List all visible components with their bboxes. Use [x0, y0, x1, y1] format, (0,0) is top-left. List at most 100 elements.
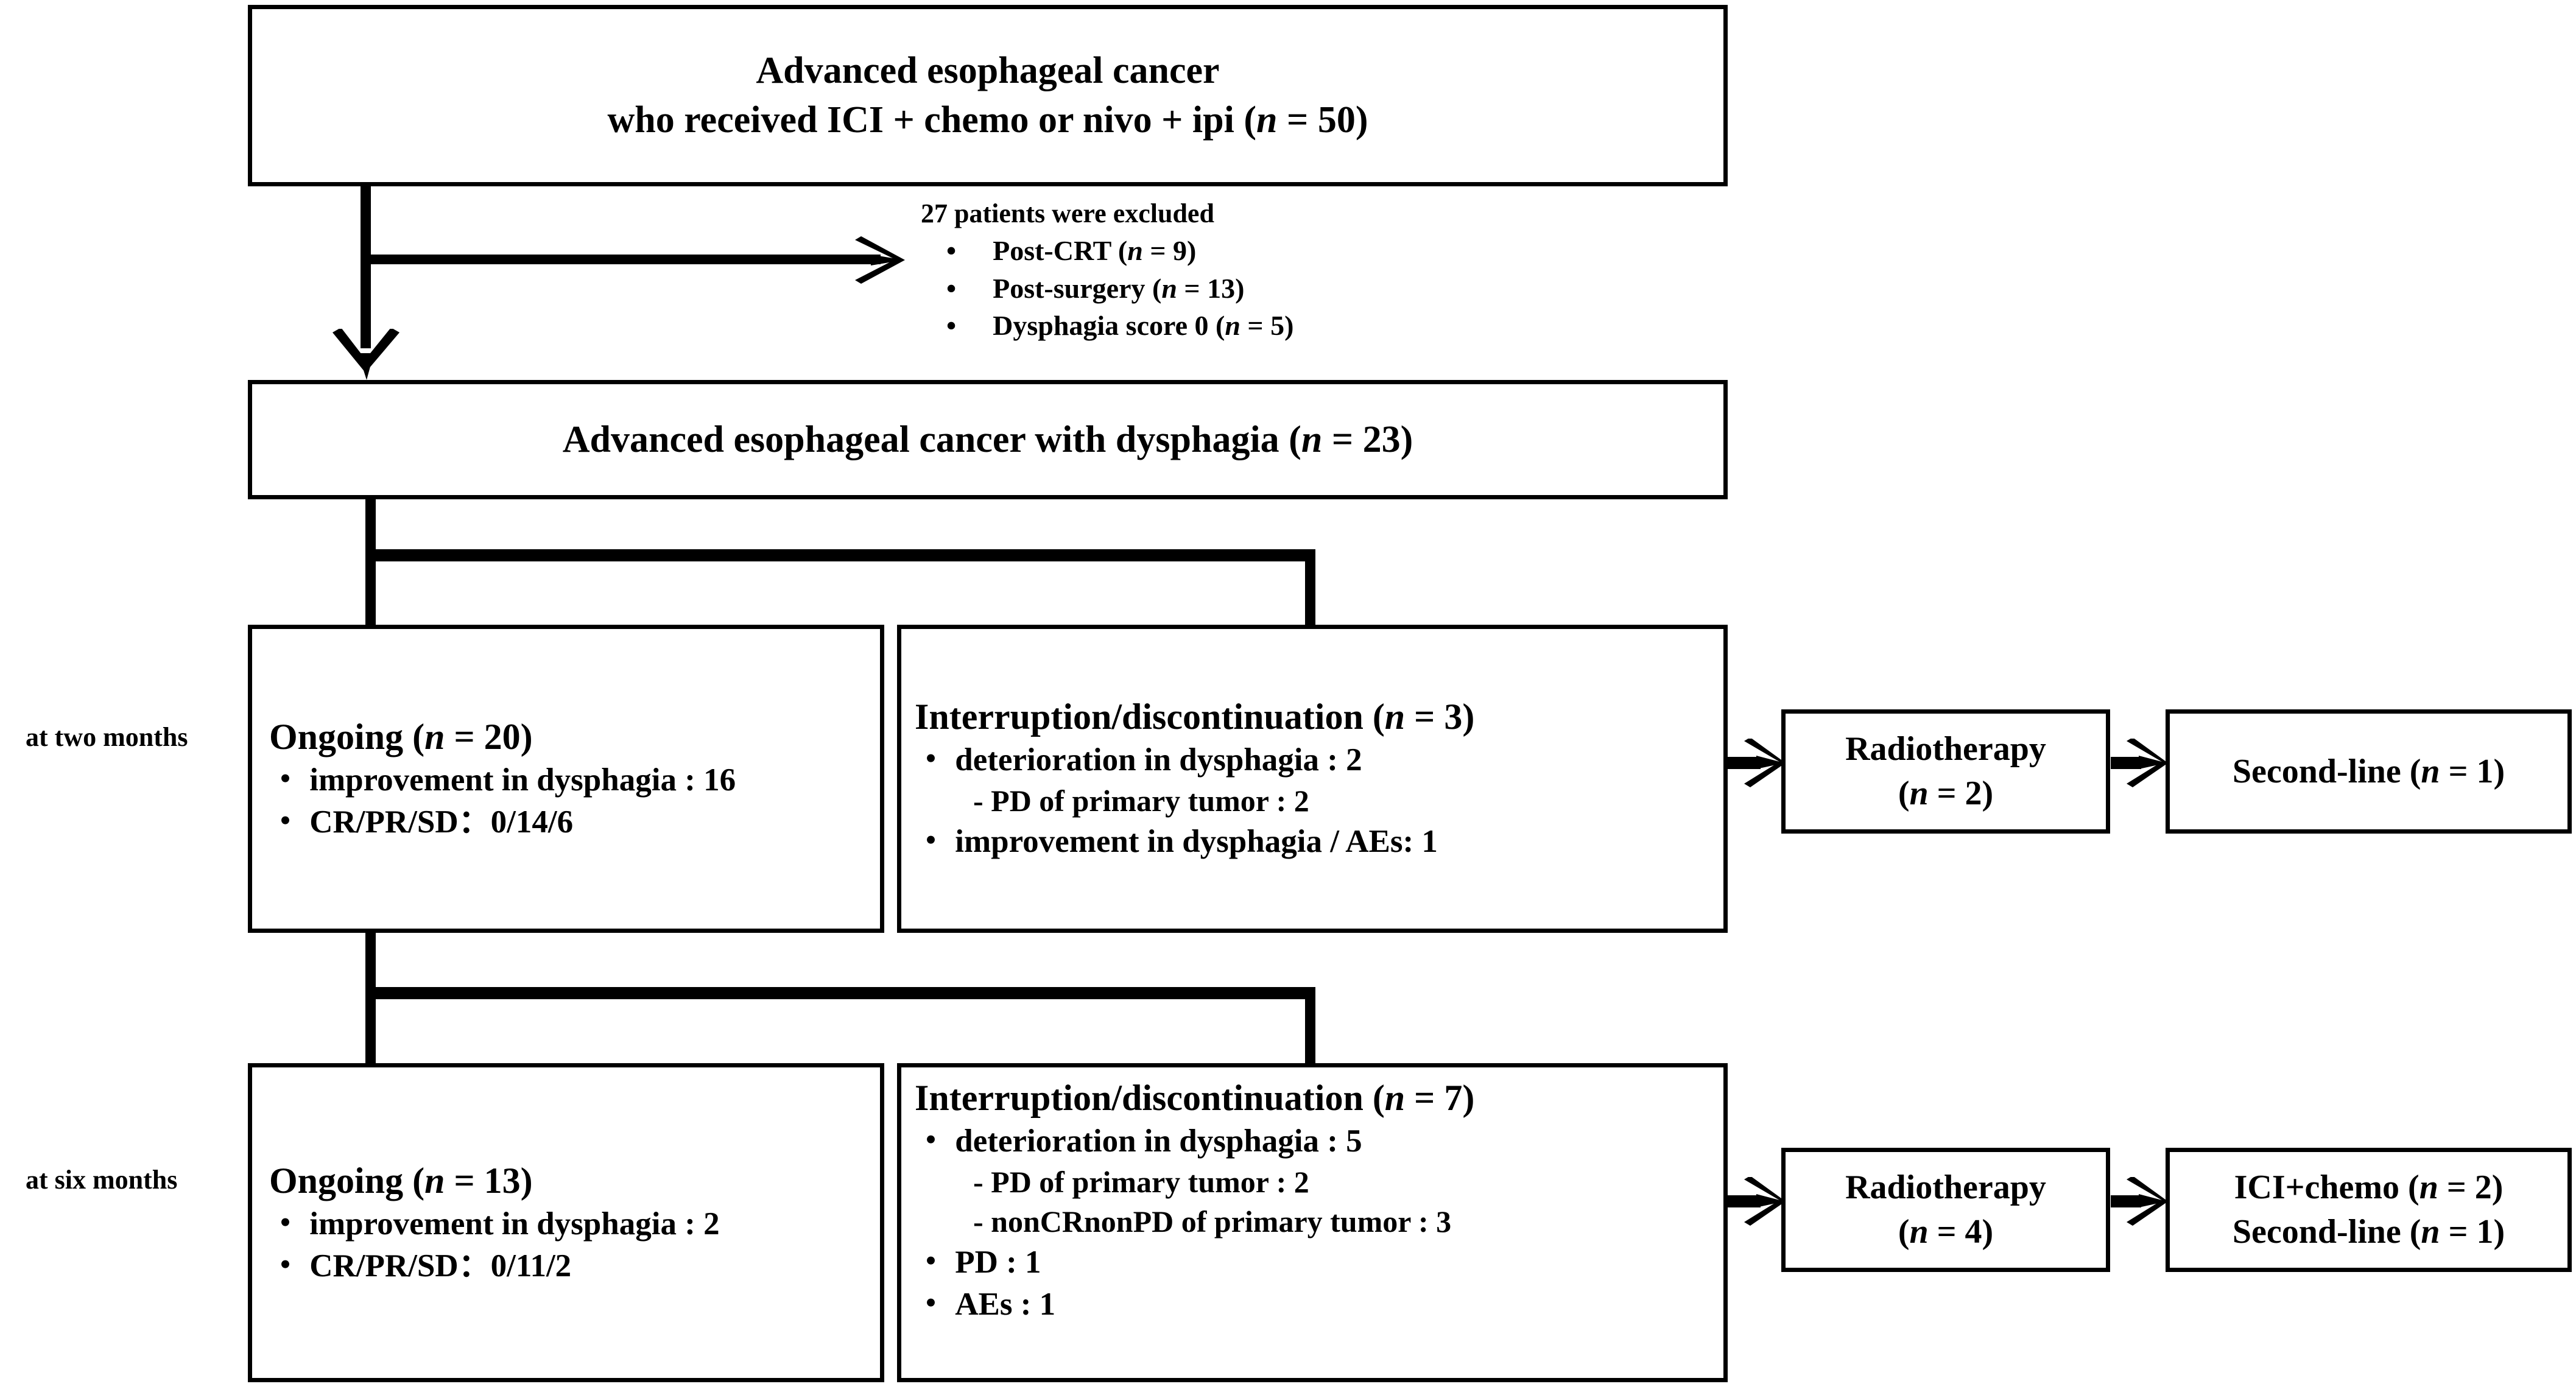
bullet-icon: • [946, 310, 957, 342]
arrowhead-down-dysphagia [333, 329, 399, 380]
interrupt-6m-heading-suffix: = 7) [1405, 1078, 1475, 1118]
radiotherapy-6m-line-2-prefix: ( [1898, 1213, 1910, 1251]
next-6m-line-2-suffix: = 1) [2440, 1213, 2505, 1251]
connector-6m-horizontal [365, 987, 1315, 999]
interrupt-6m-heading: Interruption/discontinuation (n = 7) [915, 1076, 1474, 1120]
interrupt-2m-bullet: ・ improvement in dysphagia / AEs: 1 [915, 824, 1438, 860]
connector-enrolled-to-dysphagia [361, 186, 371, 348]
radiotherapy-6m-line-2: (n = 4) [1898, 1210, 1993, 1254]
excluded-item-value: = 13) [1177, 272, 1245, 304]
excluded-heading: 27 patients were excluded [921, 199, 1214, 228]
connector-6m-right-drop [1305, 987, 1315, 1063]
interrupt-6m-heading-prefix: Interruption/discontinuation ( [915, 1078, 1385, 1118]
excluded-item-value: = 9) [1142, 234, 1197, 266]
excluded-item-n: n [1127, 234, 1143, 266]
node-secondline-two-months: Second-line (n = 1) [2166, 709, 2572, 834]
enrolled-line-2-suffix: = 50) [1277, 99, 1368, 141]
dysphagia-text-n: n [1301, 418, 1323, 460]
next-6m-line-2-prefix: Second-line ( [2232, 1213, 2421, 1251]
radiotherapy-6m-line-2-n: n [1909, 1213, 1929, 1251]
excluded-item-label: Post-surgery ( [993, 272, 1162, 304]
excluded-item-value: = 5) [1240, 310, 1294, 342]
ongoing-2m-heading: Ongoing (n = 20) [269, 715, 533, 759]
excluded-list: 27 patients were excluded •Post-CRT (n =… [921, 196, 1293, 345]
interrupt-2m-heading-prefix: Interruption/discontinuation ( [915, 697, 1385, 737]
ongoing-2m-bullet: ・ improvement in dysphagia : 16 [269, 762, 736, 798]
next-6m-line-1: ICI+chemo (n = 2) [2234, 1165, 2504, 1210]
ongoing-6m-heading-prefix: Ongoing ( [269, 1160, 425, 1201]
next-6m-line-1-n: n [2419, 1168, 2438, 1207]
bullet-icon: • [946, 234, 957, 266]
interrupt-6m-bullet: ・ AEs : 1 [915, 1286, 1056, 1322]
interrupt-6m-bullet: ・ deterioration in dysphagia : 5 [915, 1123, 1362, 1159]
next-6m-line-1-suffix: = 2) [2438, 1168, 2504, 1207]
side-label-two-months: at two months [26, 722, 188, 752]
secondline-2m-line-1: Second-line (n = 1) [2233, 750, 2505, 794]
excluded-item: • Post-CRT (n = 9) [921, 232, 1293, 270]
ongoing-6m-heading-suffix: = 13) [445, 1160, 533, 1201]
next-6m-line-2-n: n [2421, 1213, 2440, 1251]
interrupt-6m-bullet: ・ PD : 1 [915, 1245, 1041, 1281]
ongoing-6m-heading-n: n [424, 1160, 445, 1201]
arrowhead-right-radiotherapy-6m [1744, 1177, 1786, 1226]
arrowhead-right-excluded [855, 236, 905, 284]
node-interruption-two-months: Interruption/discontinuation (n = 3) ・ d… [897, 625, 1728, 933]
excluded-item: • Dysphagia score 0 (n = 5) [921, 307, 1293, 345]
node-enrolled-cohort: Advanced esophageal cancer who received … [248, 5, 1728, 186]
node-next-therapy-six-months: ICI+chemo (n = 2) Second-line (n = 1) [2166, 1148, 2572, 1272]
interrupt-2m-heading-suffix: = 3) [1405, 697, 1475, 737]
radiotherapy-6m-line-1: Radiotherapy [1845, 1168, 2046, 1207]
ongoing-6m-bullet: ・ improvement in dysphagia : 2 [269, 1206, 720, 1242]
excluded-item-label: Post-CRT ( [993, 234, 1128, 266]
dysphagia-text-suffix: = 23) [1322, 418, 1413, 460]
secondline-2m-suffix: = 1) [2440, 752, 2505, 790]
ongoing-2m-bullet: ・ CR/PR/SD：0/14/6 [269, 804, 574, 840]
interrupt-2m-subbullet: - PD of primary tumor : 2 [973, 784, 1309, 818]
radiotherapy-2m-line-2: (n = 2) [1898, 771, 1993, 816]
interrupt-2m-heading: Interruption/discontinuation (n = 3) [915, 695, 1474, 739]
connector-6m-to-radiotherapy [1728, 1195, 1761, 1207]
radiotherapy-2m-line-2-suffix: = 2) [1928, 775, 1994, 812]
enrolled-line-2: who received ICI + chemo or nivo + ipi (… [608, 96, 1368, 145]
bullet-icon: • [946, 272, 957, 304]
connector-6m-radiotherapy-to-next [2111, 1195, 2141, 1207]
excluded-item-n: n [1161, 272, 1177, 304]
dysphagia-text: Advanced esophageal cancer with dysphagi… [563, 415, 1413, 465]
secondline-2m-prefix: Second-line ( [2232, 752, 2421, 790]
secondline-2m-n: n [2421, 752, 2440, 790]
enrolled-line-2-prefix: who received ICI + chemo or nivo + ipi ( [607, 99, 1256, 141]
interrupt-6m-subbullet: - nonCRnonPD of primary tumor : 3 [973, 1204, 1452, 1239]
interrupt-6m-heading-n: n [1384, 1078, 1406, 1118]
connector-2m-radiotherapy-to-secondline [2111, 757, 2141, 769]
radiotherapy-6m-line-2-suffix: = 4) [1928, 1213, 1994, 1251]
interrupt-2m-bullet: ・ deterioration in dysphagia : 2 [915, 742, 1362, 778]
arrowhead-right-secondline-2m [2127, 739, 2168, 787]
ongoing-2m-heading-prefix: Ongoing ( [269, 716, 425, 757]
arrowhead-right-radiotherapy-2m [1744, 739, 1786, 787]
excluded-item-label: Dysphagia score 0 ( [993, 310, 1225, 342]
interrupt-2m-heading-n: n [1384, 697, 1406, 737]
connector-2m-right-drop [1305, 549, 1315, 625]
radiotherapy-2m-line-2-n: n [1909, 775, 1929, 812]
side-label-six-months: at six months [26, 1165, 178, 1195]
enrolled-line-1: Advanced esophageal cancer [756, 50, 1220, 92]
node-ongoing-two-months: Ongoing (n = 20) ・ improvement in dyspha… [248, 625, 884, 933]
ongoing-6m-heading: Ongoing (n = 13) [269, 1159, 533, 1203]
next-6m-line-1-prefix: ICI+chemo ( [2234, 1168, 2419, 1207]
ongoing-2m-heading-n: n [424, 716, 445, 757]
excluded-item-n: n [1225, 310, 1240, 342]
connector-2m-horizontal [365, 549, 1315, 561]
next-6m-line-2: Second-line (n = 1) [2233, 1210, 2505, 1254]
ongoing-6m-bullet: ・ CR/PR/SD：0/11/2 [269, 1248, 572, 1284]
connector-2m-trunk [365, 499, 376, 625]
node-interruption-six-months: Interruption/discontinuation (n = 7) ・ d… [897, 1063, 1728, 1382]
enrolled-line-2-n: n [1256, 99, 1278, 141]
dysphagia-text-prefix: Advanced esophageal cancer with dysphagi… [562, 418, 1301, 460]
arrowhead-right-next-6m [2127, 1177, 2168, 1226]
radiotherapy-2m-line-1: Radiotherapy [1845, 730, 2046, 768]
radiotherapy-2m-line-2-prefix: ( [1898, 775, 1910, 812]
connector-excluded-horizontal [365, 255, 881, 264]
node-dysphagia-cohort: Advanced esophageal cancer with dysphagi… [248, 380, 1728, 499]
node-radiotherapy-two-months: Radiotherapy (n = 2) [1781, 709, 2110, 834]
